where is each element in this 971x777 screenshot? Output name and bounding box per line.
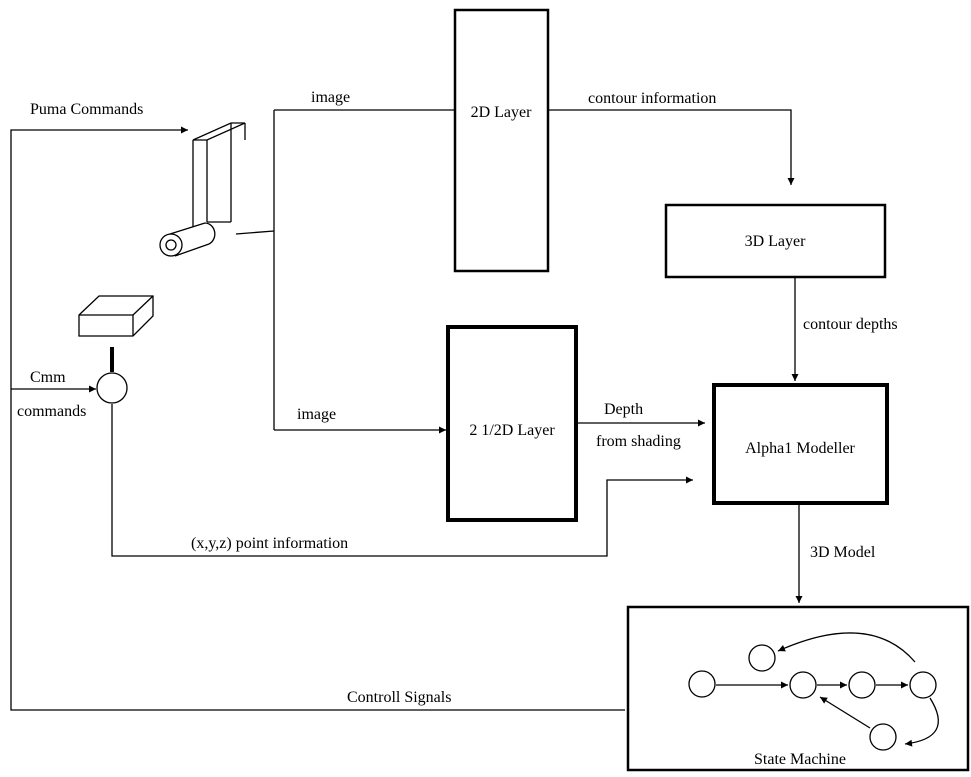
state-transition xyxy=(819,696,871,729)
arrow-contour-information xyxy=(548,109,795,185)
box-3d-layer xyxy=(664,203,887,279)
label-image-top: image xyxy=(311,89,350,106)
label-depth: Depth xyxy=(604,401,643,418)
label-alpha1-modeller: Alpha1 Modeller xyxy=(745,440,855,457)
state-node xyxy=(909,671,937,699)
state-transition xyxy=(904,697,939,747)
box-2-5d-layer xyxy=(446,325,578,522)
state-node xyxy=(688,670,716,698)
arrow-puma-commands xyxy=(10,126,625,711)
state-node xyxy=(848,671,876,699)
state-node xyxy=(789,671,817,699)
state-transition xyxy=(777,632,916,663)
label-point-information: (x,y,z) point information xyxy=(191,535,348,552)
label-2d-layer: 2D Layer xyxy=(471,104,533,121)
label-state-machine: State Machine xyxy=(754,751,846,768)
label-3d-model: 3D Model xyxy=(810,544,876,561)
label-from-shading: from shading xyxy=(596,433,681,450)
label-3d-layer: 3D Layer xyxy=(745,233,807,250)
label-contour-depths: contour depths xyxy=(803,316,898,333)
label-commands: commands xyxy=(17,403,86,420)
box-state-machine xyxy=(626,605,970,772)
cmm-machine-icon xyxy=(78,295,154,404)
puma-robot-icon xyxy=(159,122,275,257)
arrow-point-information xyxy=(111,404,693,557)
label-contour-information: contour information xyxy=(588,90,716,107)
label-puma-commands: Puma Commands xyxy=(30,101,143,118)
label-controll-signals: Controll Signals xyxy=(347,689,451,706)
box-alpha1-modeller xyxy=(712,383,889,505)
state-machine-graph xyxy=(688,632,939,751)
state-node xyxy=(748,644,776,672)
label-image-bottom: image xyxy=(297,406,336,423)
label-2-5d-layer: 2 1/2D Layer xyxy=(469,422,555,439)
box-2d-layer xyxy=(453,8,550,273)
state-node xyxy=(869,723,897,751)
label-cmm: Cmm xyxy=(30,369,66,386)
